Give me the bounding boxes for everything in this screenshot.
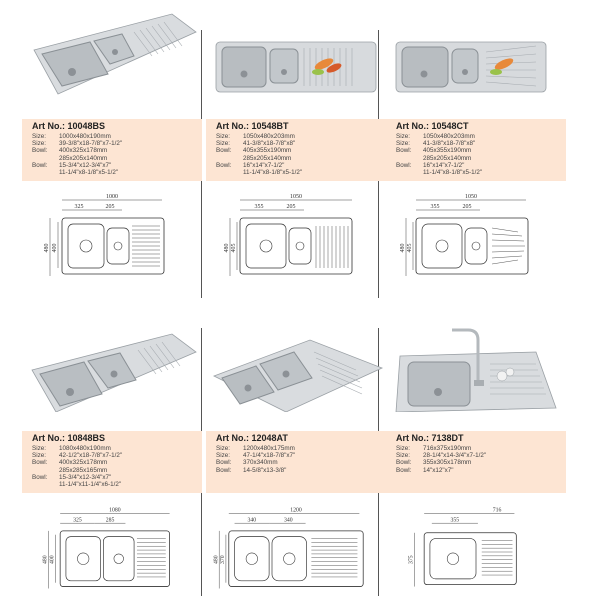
technical-drawing: 1050 355 205 480 405 (224, 194, 353, 276)
dim-b: 205 (287, 204, 296, 210)
dim-h1: 480 (224, 244, 230, 253)
product-card-10048bs: Art No.: 10048BS Size:1000x480x190mm Siz… (22, 2, 202, 292)
spec-list: Size:1050x480x203mm Size:41-3/8"x18-7/8"… (216, 133, 303, 177)
dim-total: 1050 (465, 194, 477, 200)
dim-a: 325 (75, 204, 84, 210)
dim-h1: 480 (400, 244, 406, 253)
product-photo (31, 333, 197, 412)
dim-b: 340 (284, 517, 293, 523)
dim-h2: 405 (407, 244, 413, 253)
technical-drawing: 1080 325 285 480 400 (43, 508, 170, 589)
product-card-12048at: Art No.: 12048AT Size:1200x480x175mm Siz… (206, 312, 386, 602)
technical-drawing: 1000 325 205 480 400 (44, 194, 165, 276)
dim-h1: 375 (409, 555, 415, 564)
technical-drawing: 1200 340 340 480 370 (213, 508, 364, 589)
art-number: Art No.: 10848BS (32, 433, 106, 443)
dim-b: 285 (106, 517, 115, 523)
dim-h1: 480 (213, 555, 219, 564)
dim-total: 1000 (106, 194, 118, 200)
dim-h2: 400 (52, 244, 58, 253)
dim-a: 355 (431, 204, 440, 210)
spec-list: Size:1080x480x190mm Size:42-1/2"x18-7/8"… (32, 445, 123, 489)
art-number: Art No.: 10048BS (32, 121, 106, 131)
art-number: Art No.: 10548BT (216, 121, 289, 131)
spec-band: Art No.: 10548BT Size:1050x480x203mm Siz… (206, 119, 386, 181)
dim-a: 325 (73, 517, 82, 523)
dim-total: 716 (493, 508, 502, 514)
product-photo (33, 13, 197, 95)
product-card-10548ct: Art No.: 10548CT Size:1050x480x203mm Siz… (386, 2, 566, 292)
dim-b: 205 (106, 204, 115, 210)
spec-list: Size:716x375x190mm Size:28-1/4"x14-3/4"x… (396, 445, 487, 474)
spec-band: Art No.: 7138DT Size:716x375x190mm Size:… (386, 431, 566, 493)
spec-list: Size:1050x480x203mm Size:41-3/8"x18-7/8"… (396, 133, 483, 177)
spec-list: Size:1000x480x190mm Size:39-3/8"x18-7/8"… (32, 133, 123, 177)
product-photo (213, 339, 384, 412)
art-number: Art No.: 10548CT (396, 121, 469, 131)
technical-drawing: 716 355 375 (409, 508, 517, 587)
dim-a: 340 (248, 517, 257, 523)
dim-h1: 480 (44, 244, 50, 253)
product-photo (215, 41, 377, 93)
dim-b: 205 (463, 204, 472, 210)
dim-a: 355 (255, 204, 264, 210)
technical-drawing: 1050 355 205 480 405 (400, 194, 529, 276)
art-number: Art No.: 7138DT (396, 433, 464, 443)
spec-list: Size:1200x480x175mm Size:47-1/4"x18-7/8"… (216, 445, 296, 474)
dim-h2: 405 (231, 244, 237, 253)
dim-total: 1050 (290, 194, 302, 200)
spec-band: Art No.: 12048AT Size:1200x480x175mm Siz… (206, 431, 386, 493)
product-card-10548bt: Art No.: 10548BT Size:1050x480x203mm Siz… (206, 2, 386, 292)
product-card-7138dt: Art No.: 7138DT Size:716x375x190mm Size:… (386, 312, 566, 602)
dim-a: 355 (451, 517, 460, 523)
dim-h2: 400 (49, 555, 55, 564)
dim-h2: 370 (220, 555, 226, 564)
art-number: Art No.: 12048AT (216, 433, 288, 443)
product-photo (395, 41, 547, 93)
dim-h1: 480 (43, 555, 49, 564)
dim-total: 1200 (290, 508, 302, 514)
product-photo (395, 328, 557, 412)
dim-total: 1080 (109, 508, 121, 514)
spec-band: Art No.: 10548CT Size:1050x480x203mm Siz… (386, 119, 566, 181)
spec-band: Art No.: 10048BS Size:1000x480x190mm Siz… (22, 119, 202, 181)
product-card-10848bs: Art No.: 10848BS Size:1080x480x190mm Siz… (22, 312, 202, 602)
spec-band: Art No.: 10848BS Size:1080x480x190mm Siz… (22, 431, 202, 493)
